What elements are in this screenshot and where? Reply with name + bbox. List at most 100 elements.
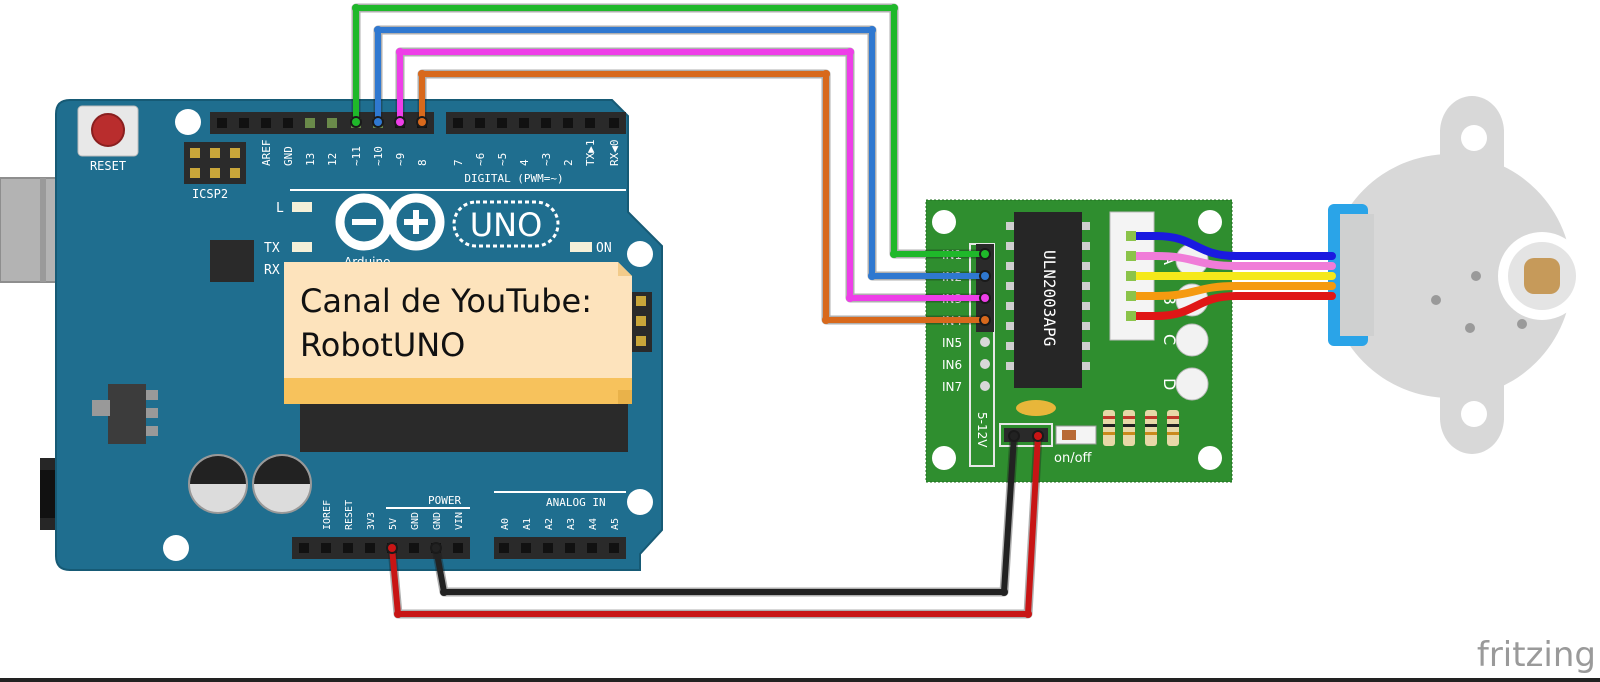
note-line-1: Canal de YouTube: bbox=[300, 282, 592, 320]
driver-led-label: C bbox=[1160, 334, 1179, 345]
driver-led bbox=[1175, 323, 1209, 357]
svg-text:UNO: UNO bbox=[470, 206, 543, 244]
digital-pin-label: GND bbox=[282, 146, 295, 166]
digital-pin-socket[interactable] bbox=[453, 118, 463, 128]
digital-pin-label: ~9 bbox=[394, 153, 407, 166]
uno-logo: UNO bbox=[452, 200, 560, 248]
digital-pin-label: ~6 bbox=[474, 153, 487, 166]
led-l-label: L bbox=[276, 201, 284, 216]
signal-wires bbox=[350, 3, 1044, 619]
led-on bbox=[570, 242, 592, 252]
driver-input-pin[interactable] bbox=[980, 381, 990, 391]
chip-label: ULN2003APG bbox=[1040, 250, 1059, 346]
driver-capacitor bbox=[1016, 400, 1056, 416]
digital-pin-label: ~5 bbox=[496, 153, 509, 166]
power-pin-socket[interactable] bbox=[299, 543, 309, 553]
rx-label: RX bbox=[264, 263, 280, 278]
motor-wires bbox=[1126, 231, 1336, 321]
digital-pin-socket[interactable] bbox=[217, 118, 227, 128]
analog-pin-label: A0 bbox=[500, 518, 511, 530]
digital-section-label: DIGITAL (PWM=~) bbox=[464, 172, 563, 185]
analog-pin-label: A4 bbox=[588, 518, 599, 530]
digital-pin-label: 13 bbox=[304, 153, 317, 166]
digital-pin-label: ~11 bbox=[350, 146, 363, 166]
analog-pin-label: A5 bbox=[610, 518, 621, 530]
power-pin-label: VIN bbox=[454, 512, 465, 530]
power-pin-socket[interactable] bbox=[409, 543, 419, 553]
resistor bbox=[1103, 410, 1115, 446]
driver-voltage-label: 5-12V bbox=[975, 412, 989, 448]
power-header bbox=[292, 537, 470, 559]
power-pin-socket[interactable] bbox=[343, 543, 353, 553]
digital-pin-socket[interactable] bbox=[585, 118, 595, 128]
digital-pin-socket[interactable] bbox=[563, 118, 573, 128]
driver-led-label: B bbox=[1160, 294, 1179, 305]
resistor bbox=[1167, 410, 1179, 446]
driver-input-label: IN6 bbox=[942, 358, 962, 372]
motor-wire bbox=[1132, 282, 1336, 300]
fritzing-watermark: fritzing bbox=[1477, 635, 1596, 675]
icsp2-header bbox=[184, 142, 246, 184]
resistor bbox=[1145, 410, 1157, 446]
digital-pin-label: ~3 bbox=[540, 153, 553, 166]
digital-pin-socket[interactable] bbox=[305, 118, 315, 128]
switch-label: on/off bbox=[1054, 451, 1093, 466]
on-label: ON bbox=[596, 241, 612, 256]
power-pin-socket[interactable] bbox=[321, 543, 331, 553]
motor-wire bbox=[1132, 232, 1336, 260]
driver-input-pin[interactable] bbox=[980, 337, 990, 347]
capacitor bbox=[252, 454, 312, 514]
analog-pin-socket[interactable] bbox=[543, 543, 553, 553]
driver-input-label: IN5 bbox=[942, 336, 962, 350]
driver-input-pin[interactable] bbox=[980, 359, 990, 369]
digital-pin-label: 2 bbox=[562, 159, 575, 166]
digital-pin-socket[interactable] bbox=[475, 118, 485, 128]
digital-pin-label: 7 bbox=[452, 159, 465, 166]
usb-chip bbox=[210, 240, 254, 282]
digital-pin-label: TX▶1 bbox=[584, 140, 597, 167]
power-pin-label: GND bbox=[432, 512, 443, 530]
analog-pin-socket[interactable] bbox=[521, 543, 531, 553]
power-pin-label: RESET bbox=[344, 500, 355, 530]
led-tx bbox=[292, 242, 312, 252]
power-section-label: POWER bbox=[428, 494, 461, 507]
analog-pin-socket[interactable] bbox=[587, 543, 597, 553]
analog-pin-socket[interactable] bbox=[565, 543, 575, 553]
arduino-logo bbox=[335, 193, 445, 251]
led-l bbox=[292, 202, 312, 212]
power-pin-socket[interactable] bbox=[453, 543, 463, 553]
analog-pin-label: A2 bbox=[544, 518, 555, 530]
digital-pin-label: 8 bbox=[416, 159, 429, 166]
resistor bbox=[1123, 410, 1135, 446]
uln2003-chip: ULN2003APG bbox=[1006, 212, 1090, 388]
analog-pin-socket[interactable] bbox=[609, 543, 619, 553]
power-pin-label: GND bbox=[410, 512, 421, 530]
digital-pin-socket[interactable] bbox=[327, 118, 337, 128]
digital-pin-socket[interactable] bbox=[283, 118, 293, 128]
power-pin-label: 3V3 bbox=[366, 512, 377, 530]
digital-pin-socket[interactable] bbox=[519, 118, 529, 128]
digital-pin-label: 4 bbox=[518, 159, 531, 166]
digital-pin-socket[interactable] bbox=[497, 118, 507, 128]
digital-pin-socket[interactable] bbox=[261, 118, 271, 128]
digital-pin-socket[interactable] bbox=[609, 118, 619, 128]
mount-hole bbox=[627, 241, 653, 267]
analog-header bbox=[494, 537, 626, 559]
digital-pin-label: 12 bbox=[326, 153, 339, 166]
reset-button[interactable] bbox=[77, 105, 139, 157]
youtube-note: Canal de YouTube: RobotUNO bbox=[284, 262, 632, 404]
driver-led bbox=[1175, 367, 1209, 401]
analog-pin-socket[interactable] bbox=[499, 543, 509, 553]
power-pin-socket[interactable] bbox=[365, 543, 375, 553]
power-pin-label: 5V bbox=[388, 518, 399, 530]
digital-pin-label: ~10 bbox=[372, 146, 385, 166]
motor-wire bbox=[1132, 252, 1336, 270]
digital-pin-socket[interactable] bbox=[541, 118, 551, 128]
digital-pin-label: AREF bbox=[260, 140, 273, 167]
mount-hole bbox=[627, 489, 653, 515]
jumper-wire bbox=[433, 433, 1017, 595]
reset-label: RESET bbox=[90, 159, 126, 173]
digital-pin-socket[interactable] bbox=[239, 118, 249, 128]
driver-input-label: IN7 bbox=[942, 380, 962, 394]
